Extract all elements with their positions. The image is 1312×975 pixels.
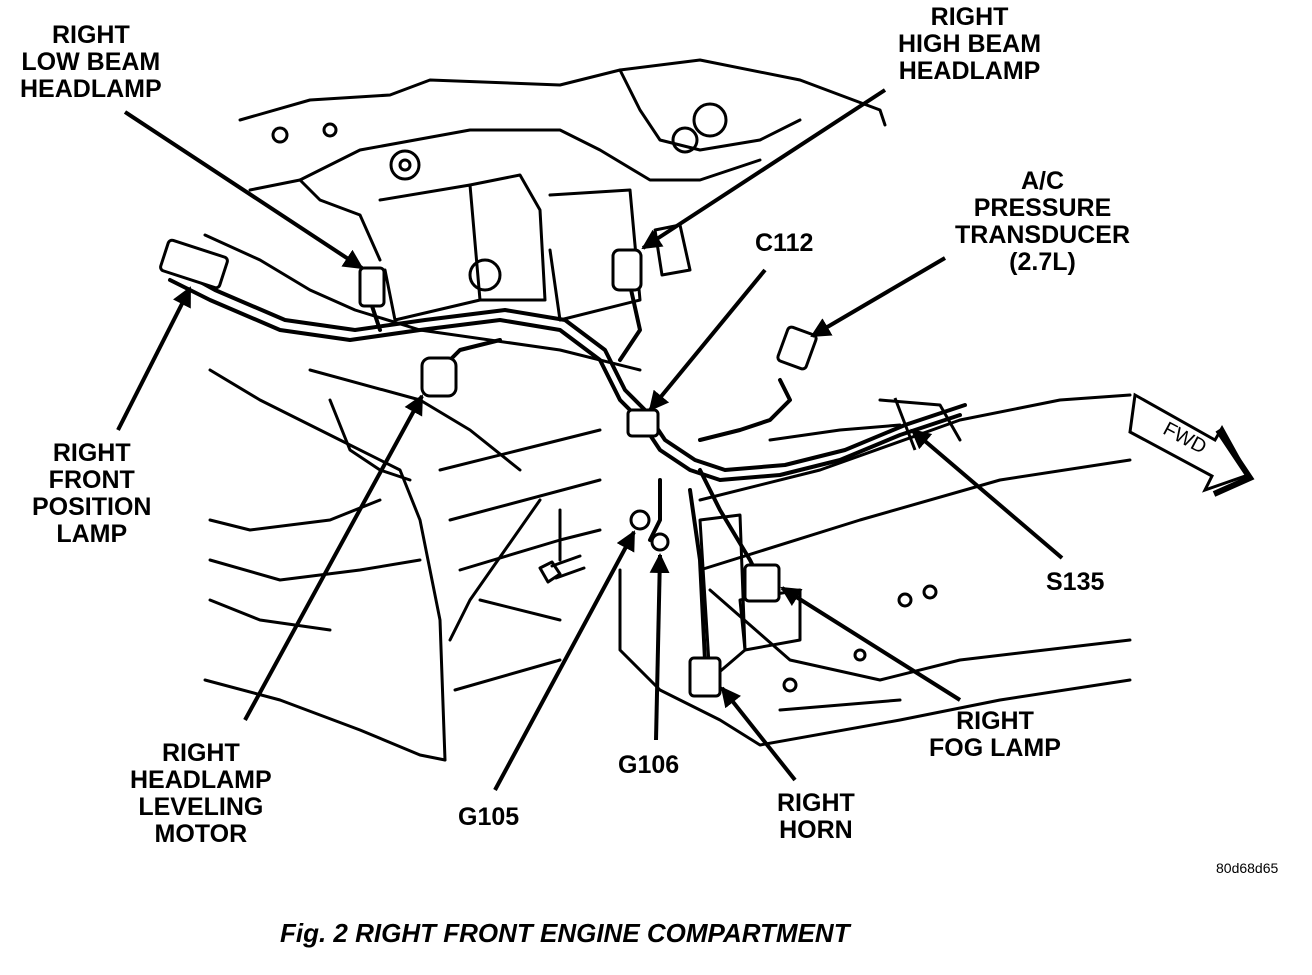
leader-s135	[910, 428, 1064, 560]
leader-ac-transducer	[810, 256, 947, 338]
leader-leveling-motor	[243, 394, 424, 721]
callout-c112: C112	[755, 229, 814, 257]
forward-arrow: FWD	[1128, 392, 1255, 497]
figure-caption: Fig. 2 RIGHT FRONT ENGINE COMPARTMENT	[280, 918, 850, 948]
horn-connector	[688, 656, 722, 698]
leader-arrows	[116, 88, 1064, 791]
leader-g106	[649, 553, 670, 741]
g105-ground-eyelet	[629, 509, 651, 531]
vehicle-structure	[203, 58, 1132, 762]
low-beam-connector	[358, 266, 386, 308]
fog-lamp-connector	[743, 563, 781, 603]
leader-g105	[493, 530, 636, 791]
leader-high-beam	[641, 88, 887, 250]
leader-position-lamp	[116, 286, 192, 431]
leader-fog-lamp	[780, 586, 962, 702]
callout-g105: G105	[458, 803, 520, 831]
c112-connector	[626, 408, 660, 438]
ac-transducer-connector	[776, 325, 818, 371]
callout-g106: G106	[618, 751, 680, 779]
leader-horn	[720, 686, 797, 782]
high-beam-connector	[611, 248, 643, 292]
leader-c112	[648, 268, 767, 412]
callout-s135: S135	[1046, 568, 1105, 596]
reference-code: 80d68d65	[1216, 860, 1279, 876]
wiring-harness	[168, 266, 967, 662]
leader-low-beam	[123, 110, 364, 270]
front-position-lamp-connector	[159, 238, 229, 290]
g106-ground-eyelet	[650, 532, 670, 552]
connectors	[159, 238, 818, 698]
leveling-motor-connector	[420, 356, 458, 398]
